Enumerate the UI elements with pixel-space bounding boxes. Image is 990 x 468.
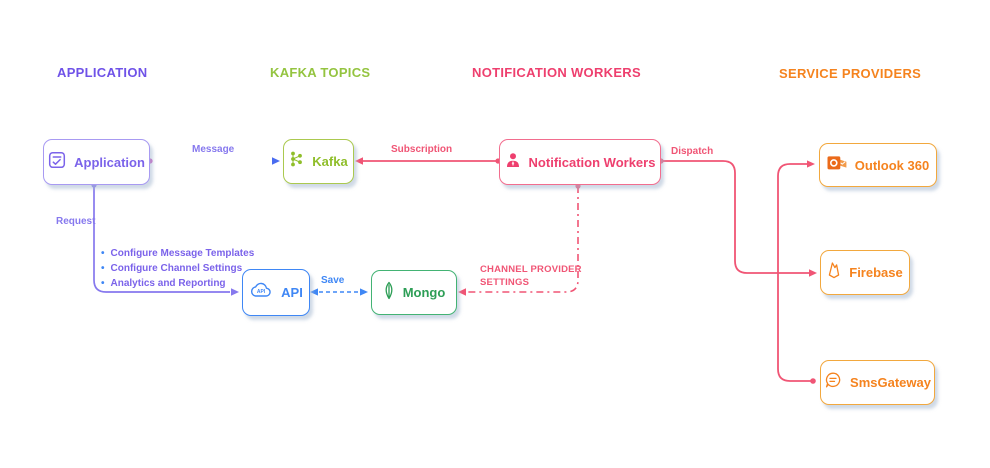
firebase-node: Firebase xyxy=(820,250,910,295)
api-node-label: API xyxy=(281,285,303,300)
smsgateway-node: SmsGateway xyxy=(820,360,935,405)
edge-subscription-arrowhead xyxy=(355,157,363,165)
smsgateway-node-label: SmsGateway xyxy=(850,375,931,390)
worker-person-icon xyxy=(505,152,521,173)
edge-dispatch-outlook-line xyxy=(777,163,807,273)
edge-dispatch-outlook-arrowhead xyxy=(807,160,815,168)
firebase-node-label: Firebase xyxy=(849,265,903,280)
mongo-node: Mongo xyxy=(371,270,457,315)
edge-label-save: Save xyxy=(321,275,345,286)
column-header-service-providers: SERVICE PROVIDERS xyxy=(779,66,922,81)
kafka-logo-icon xyxy=(289,150,304,173)
application-node-label: Application xyxy=(74,154,145,170)
form-check-icon xyxy=(48,151,66,174)
outlook-logo-icon xyxy=(827,154,847,177)
edge-dispatch-firebase-arrowhead xyxy=(809,269,817,277)
edge-dispatch-firebase-line xyxy=(662,160,809,274)
note-configure-channel-settings: Configure Channel Settings xyxy=(101,261,254,276)
edge-label-channel-line2: SETTINGS xyxy=(480,277,530,288)
edge-save-arrowhead-left xyxy=(310,288,318,296)
edge-label-message: Message xyxy=(192,144,235,155)
chat-bubble-icon xyxy=(824,371,842,394)
edge-message-arrowhead xyxy=(272,157,280,165)
cloud-api-icon: API xyxy=(249,282,273,304)
edge-save-arrowhead-right xyxy=(360,288,368,296)
edge-label-subscription: Subscription xyxy=(391,144,453,155)
edge-dispatch-sms-end-dot xyxy=(810,378,816,384)
note-analytics-reporting: Analytics and Reporting xyxy=(101,276,254,291)
cloud-api-icon-text: API xyxy=(257,289,266,295)
notification-workers-node-label: Notification Workers xyxy=(528,154,656,170)
note-configure-message-templates: Configure Message Templates xyxy=(101,246,255,261)
edge-dispatch-sms-line xyxy=(777,273,811,382)
api-node: API API xyxy=(242,269,310,316)
outlook-node: Outlook 360 xyxy=(819,143,937,187)
column-header-application: APPLICATION xyxy=(57,65,148,80)
kafka-node-label: Kafka xyxy=(312,154,348,169)
firebase-flame-icon xyxy=(827,261,841,284)
edge-channel-settings-arrowhead xyxy=(458,288,466,296)
edge-label-request: Request xyxy=(56,216,96,227)
mongodb-leaf-icon xyxy=(383,281,395,305)
column-header-notification-workers: NOTIFICATION WORKERS xyxy=(472,65,641,80)
edge-label-dispatch: Dispatch xyxy=(671,146,714,157)
notification-workers-node: Notification Workers xyxy=(499,139,661,185)
outlook-node-label: Outlook 360 xyxy=(854,157,930,173)
kafka-node: Kafka xyxy=(283,139,354,184)
request-notes-list: Configure Message Templates Configure Ch… xyxy=(101,246,255,291)
application-node: Application xyxy=(43,139,150,185)
column-header-kafka-topics: KAFKA TOPICS xyxy=(270,65,371,80)
edge-label-channel-provider-settings: CHANNEL PROVIDER SETTINGS xyxy=(480,263,582,289)
mongo-node-label: Mongo xyxy=(402,285,446,300)
edge-label-channel-line1: CHANNEL PROVIDER xyxy=(480,264,582,275)
